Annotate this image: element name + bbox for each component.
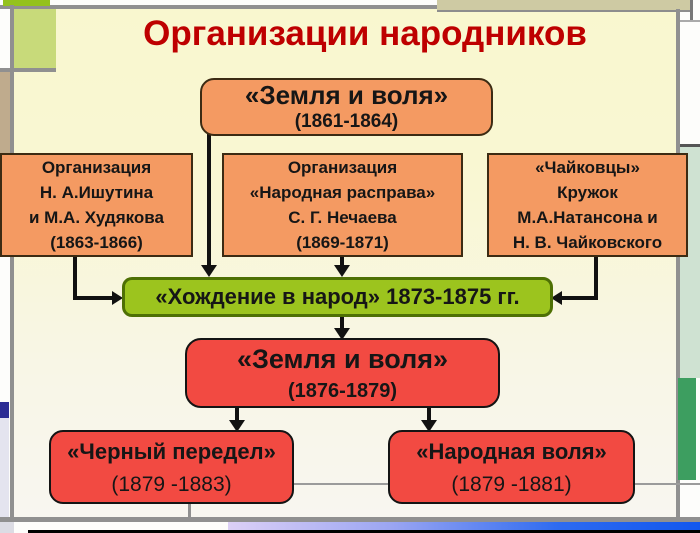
node-chernyi-peredel: «Черный передел» (1879 -1883) (49, 430, 294, 504)
connector-red-to-narodnaya (427, 406, 431, 422)
node-title: «Хождение в народ» 1873-1875 гг. (155, 284, 520, 309)
frame-top-line (0, 5, 692, 9)
connector-rasprava-to-green (340, 255, 344, 266)
node-narodnaya-volya: «Народная воля» (1879 -1881) (388, 430, 635, 504)
node-line: Организация (287, 158, 398, 177)
connector-chaikovtsy-horizontal (562, 296, 598, 300)
arrow-down-icon (201, 265, 217, 277)
node-line: М.А.Натансона и (517, 208, 658, 227)
arrow-right-icon (112, 291, 123, 305)
arrow-down-icon (229, 420, 245, 432)
left-short-line (0, 68, 56, 72)
node-title: «Народная воля» (416, 439, 607, 464)
node-title: «Черный передел» (67, 439, 276, 464)
node-line: Кружок (557, 183, 618, 202)
node-years: (1869-1871) (296, 233, 389, 252)
frame-right-line (676, 9, 680, 518)
node-title: «Земля и воля» (244, 80, 449, 110)
node-years: (1879 -1881) (451, 473, 572, 496)
bottom-gradient-bar (228, 522, 700, 531)
node-line: Н. А.Ишутина (39, 183, 154, 202)
page-title: Организации народников (143, 14, 587, 53)
frame-top-right-line (690, 0, 693, 20)
bottom-black-bar (28, 530, 700, 533)
node-years: (1876-1879) (288, 380, 397, 402)
bottom-left-chip (0, 522, 14, 533)
node-chaikovtsy: «Чайковцы» Кружок М.А.Натансона и Н. В. … (487, 153, 688, 257)
node-narodnaya-rasprava: Организация «Народная расправа» С. Г. Не… (222, 153, 463, 257)
right-green-block (678, 378, 696, 480)
left-navy-chip (0, 402, 9, 418)
right-small-line (680, 20, 700, 22)
left-lavender-strip (0, 418, 9, 517)
connector-ishutin-vertical (73, 255, 77, 300)
frame-stub-line (188, 504, 191, 518)
corner-green-chip (3, 0, 50, 6)
frame-left-line (10, 5, 14, 520)
arrow-left-icon (551, 291, 562, 305)
connector-red-to-chernyi (235, 406, 239, 422)
node-line: «Чайковцы» (535, 158, 640, 177)
connector-chaikovtsy-vertical (594, 255, 598, 300)
node-ishutin-organization: Организация Н. А.Ишутина и М.А. Худякова… (0, 153, 193, 257)
connector-top-to-green (207, 134, 211, 266)
arrow-down-icon (421, 420, 437, 432)
node-line: и М.А. Худякова (29, 208, 164, 227)
node-title: «Земля и воля» (236, 344, 449, 374)
right-dark-line (680, 144, 700, 147)
node-zemlya-volya-1861: «Земля и воля» (1861-1864) (200, 78, 493, 136)
top-khaki-bar (437, 0, 692, 12)
node-line: Организация (41, 158, 152, 177)
connector-ishutin-horizontal (73, 296, 113, 300)
connector-green-to-red (340, 316, 344, 330)
frame-bottom-line (0, 517, 700, 522)
arrow-down-icon (334, 328, 350, 340)
node-years: (1879 -1883) (111, 473, 232, 496)
node-line: «Народная расправа» (249, 183, 436, 202)
left-lightgreen-chip (14, 9, 56, 68)
node-line: С. Г. Нечаева (288, 208, 397, 227)
arrow-down-icon (334, 265, 350, 277)
node-years: (1861-1864) (294, 111, 399, 132)
node-years: (1863-1866) (50, 233, 143, 252)
node-zemlya-volya-1876: «Земля и воля» (1876-1879) (185, 338, 500, 408)
node-khozhdenie-v-narod: «Хождение в народ» 1873-1875 гг. (122, 277, 553, 317)
node-line: Н. В. Чайковского (512, 233, 663, 252)
